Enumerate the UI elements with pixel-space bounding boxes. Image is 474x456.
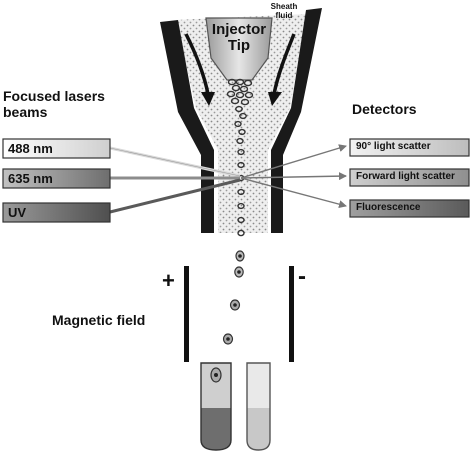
lasers-heading-line2: beams bbox=[3, 104, 48, 120]
sheath-flow-arrow-right-head bbox=[268, 92, 282, 106]
laser-box-488 bbox=[2, 138, 111, 159]
nozzle-left-wall bbox=[160, 20, 214, 233]
sheath-fluid-label: Sheath fluid bbox=[264, 2, 304, 20]
cell-stream bbox=[226, 78, 254, 237]
sheath-label-line1: Sheath bbox=[270, 2, 298, 11]
magnetic-field-label: Magnetic field bbox=[52, 312, 146, 328]
laser-label-488: 488 nm bbox=[8, 141, 53, 156]
magnetic-plate-negative bbox=[289, 266, 294, 362]
negative-pole-sign: - bbox=[298, 263, 306, 290]
detector-label-forward-scatter: Forward light scatter bbox=[356, 171, 455, 182]
laser-box-uv bbox=[2, 202, 111, 223]
detector-box-fluorescence bbox=[349, 199, 470, 218]
sheath-flow-arrow-right bbox=[272, 33, 296, 95]
collection-tube-left bbox=[200, 362, 232, 451]
positive-pole-sign: + bbox=[162, 268, 175, 293]
scatter-90-ray bbox=[240, 144, 347, 179]
forward-scatter-ray bbox=[240, 172, 347, 181]
injector-title-line1: Injector bbox=[211, 21, 267, 38]
laser-beam-uv bbox=[109, 178, 241, 214]
injector-tip-title: Injector Tip bbox=[206, 22, 272, 54]
detector-box-forward-scatter bbox=[349, 168, 470, 187]
fluorescence-ray bbox=[240, 177, 347, 209]
lasers-heading: Focused lasers beams bbox=[3, 88, 105, 120]
nozzle-right-wall bbox=[271, 8, 322, 233]
detectors-heading: Detectors bbox=[352, 101, 417, 117]
lasers-heading-line1: Focused lasers bbox=[3, 88, 105, 104]
detector-box-90-scatter bbox=[349, 138, 470, 157]
sheath-flow-arrow-left bbox=[184, 33, 210, 95]
laser-label-635: 635 nm bbox=[8, 171, 53, 186]
injector-title-line2: Tip bbox=[227, 37, 251, 54]
sheath-flow-arrow-left-head bbox=[201, 92, 215, 106]
collection-tube-right bbox=[246, 362, 271, 451]
injector-tip bbox=[205, 17, 273, 81]
detector-label-fluorescence: Fluorescence bbox=[356, 202, 421, 213]
laser-label-uv: UV bbox=[8, 205, 27, 220]
droplets bbox=[222, 250, 245, 345]
sheath-label-line2: fluid bbox=[275, 11, 293, 20]
magnetic-plate-positive bbox=[184, 266, 189, 362]
laser-beam-488-edge bbox=[109, 147, 241, 177]
detector-label-90-scatter: 90° light scatter bbox=[356, 141, 431, 152]
laser-box-635 bbox=[2, 168, 111, 189]
